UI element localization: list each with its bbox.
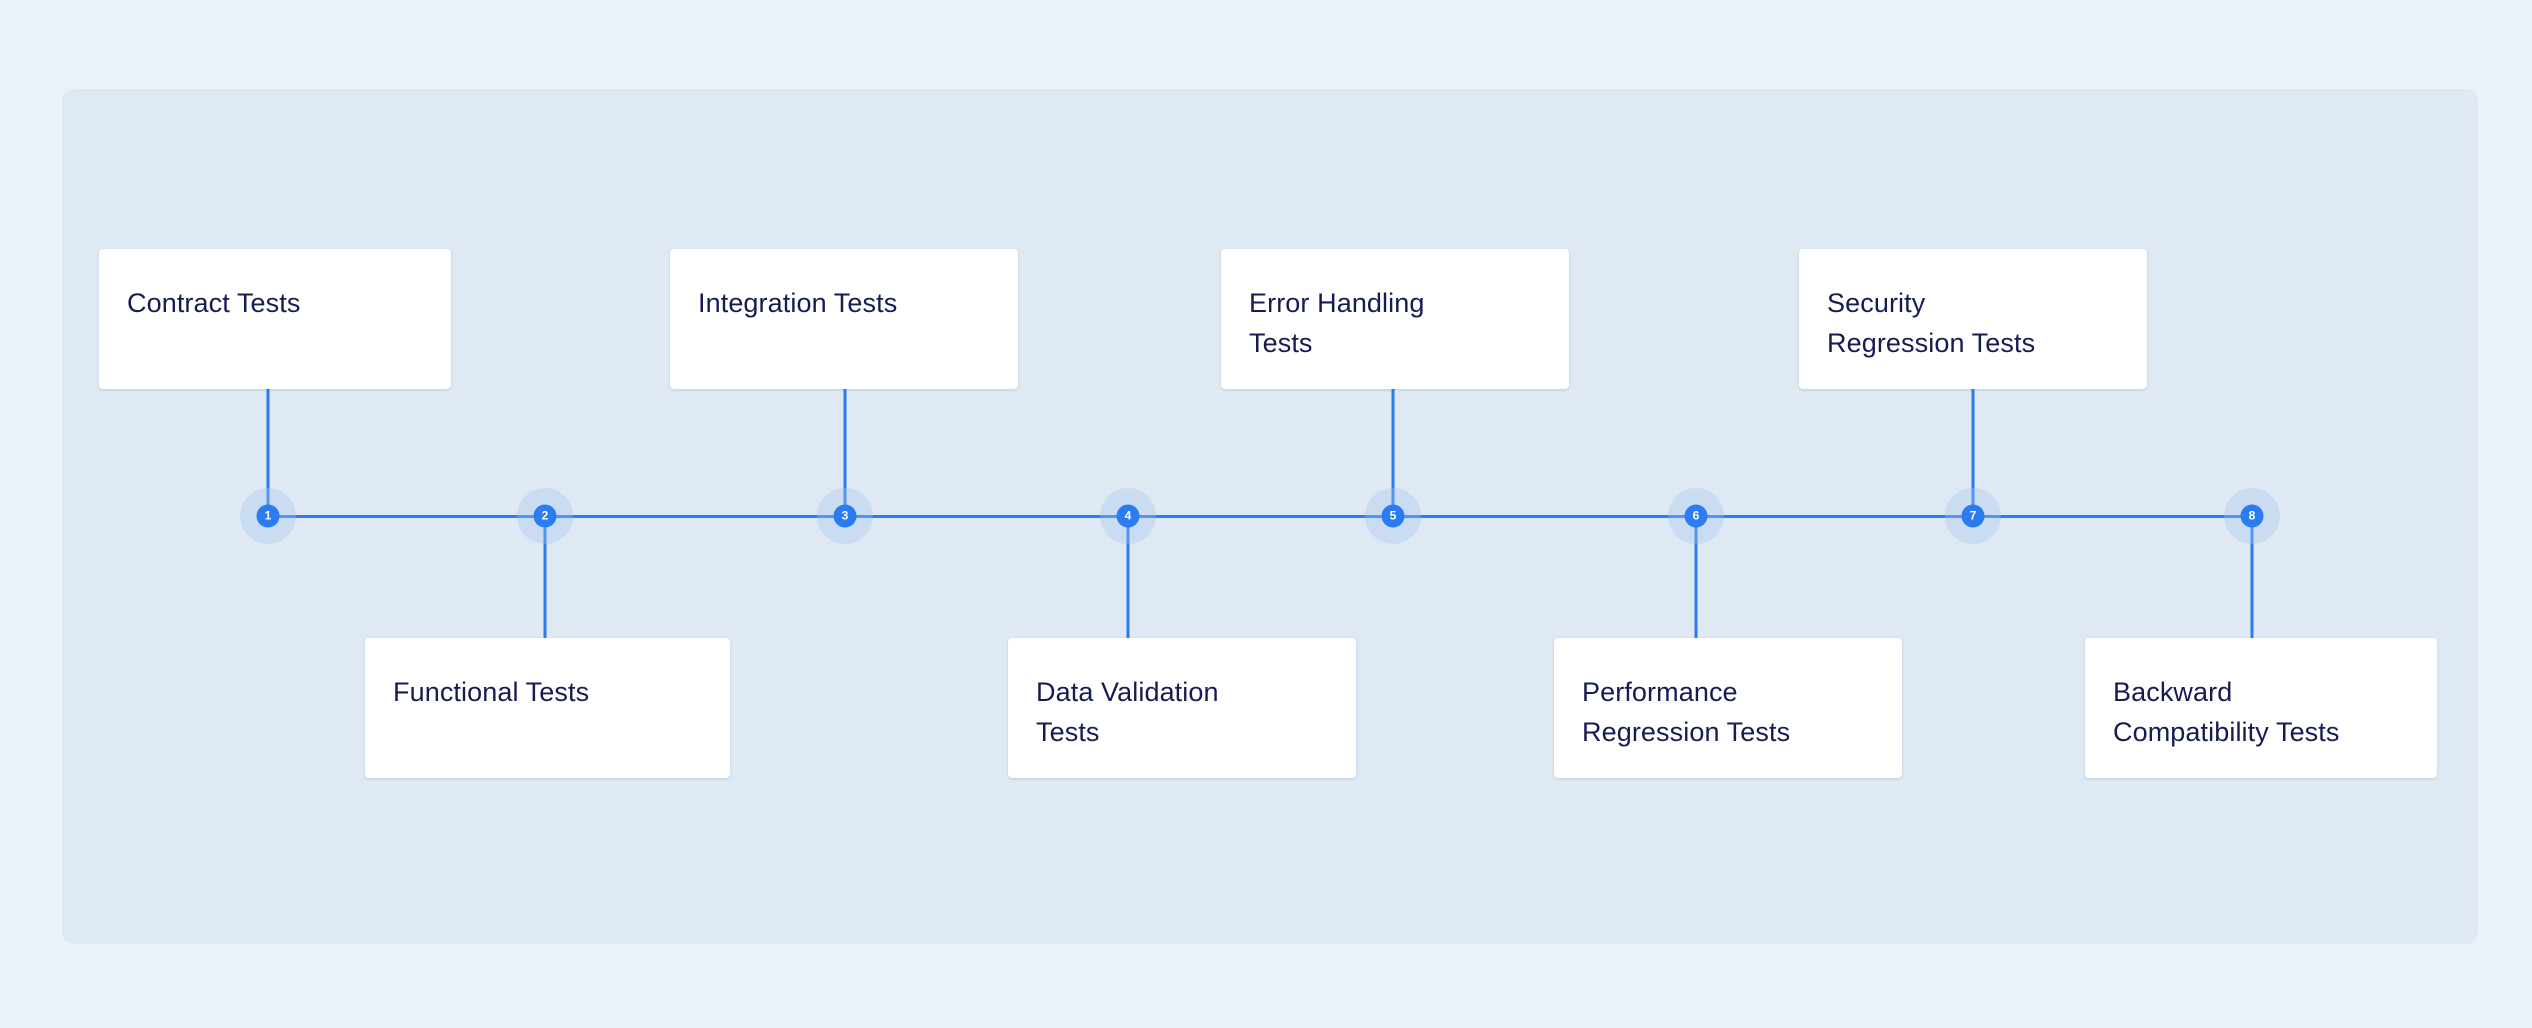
timeline-connector-7: [1971, 389, 1975, 516]
timeline-card-label: Data Validation Tests: [1036, 677, 1219, 747]
timeline-card-label: Performance Regression Tests: [1582, 677, 1791, 747]
timeline-node-3[interactable]: 3: [833, 504, 857, 528]
timeline-card-4[interactable]: Data Validation Tests: [1008, 638, 1356, 778]
timeline-node-5[interactable]: 5: [1381, 504, 1405, 528]
timeline-connector-3: [843, 389, 847, 516]
timeline-card-label: Functional Tests: [393, 677, 590, 707]
timeline-card-8[interactable]: Backward Compatibility Tests: [2085, 638, 2437, 778]
timeline-connector-6: [1694, 516, 1698, 638]
timeline-card-label: Error Handling Tests: [1249, 288, 1425, 358]
timeline-connector-1: [266, 389, 270, 516]
timeline-card-label: Security Regression Tests: [1827, 288, 2036, 358]
timeline-node-4[interactable]: 4: [1116, 504, 1140, 528]
timeline-card-3[interactable]: Integration Tests: [670, 249, 1018, 389]
timeline-card-1[interactable]: Contract Tests: [99, 249, 451, 389]
timeline-node-8[interactable]: 8: [2240, 504, 2264, 528]
timeline-node-6[interactable]: 6: [1684, 504, 1708, 528]
timeline-node-2[interactable]: 2: [533, 504, 557, 528]
timeline-axis: [268, 515, 2252, 518]
timeline-card-label: Integration Tests: [698, 288, 898, 318]
timeline-card-6[interactable]: Performance Regression Tests: [1554, 638, 1902, 778]
timeline-card-label: Backward Compatibility Tests: [2113, 677, 2340, 747]
timeline-card-label: Contract Tests: [127, 288, 301, 318]
timeline-connector-2: [543, 516, 547, 638]
timeline-node-7[interactable]: 7: [1961, 504, 1985, 528]
timeline-card-5[interactable]: Error Handling Tests: [1221, 249, 1569, 389]
timeline-node-1[interactable]: 1: [256, 504, 280, 528]
timeline-card-7[interactable]: Security Regression Tests: [1799, 249, 2147, 389]
timeline-connector-4: [1126, 516, 1130, 638]
timeline-connector-5: [1391, 389, 1395, 516]
timeline-connector-8: [2250, 516, 2254, 638]
timeline-card-2[interactable]: Functional Tests: [365, 638, 730, 778]
